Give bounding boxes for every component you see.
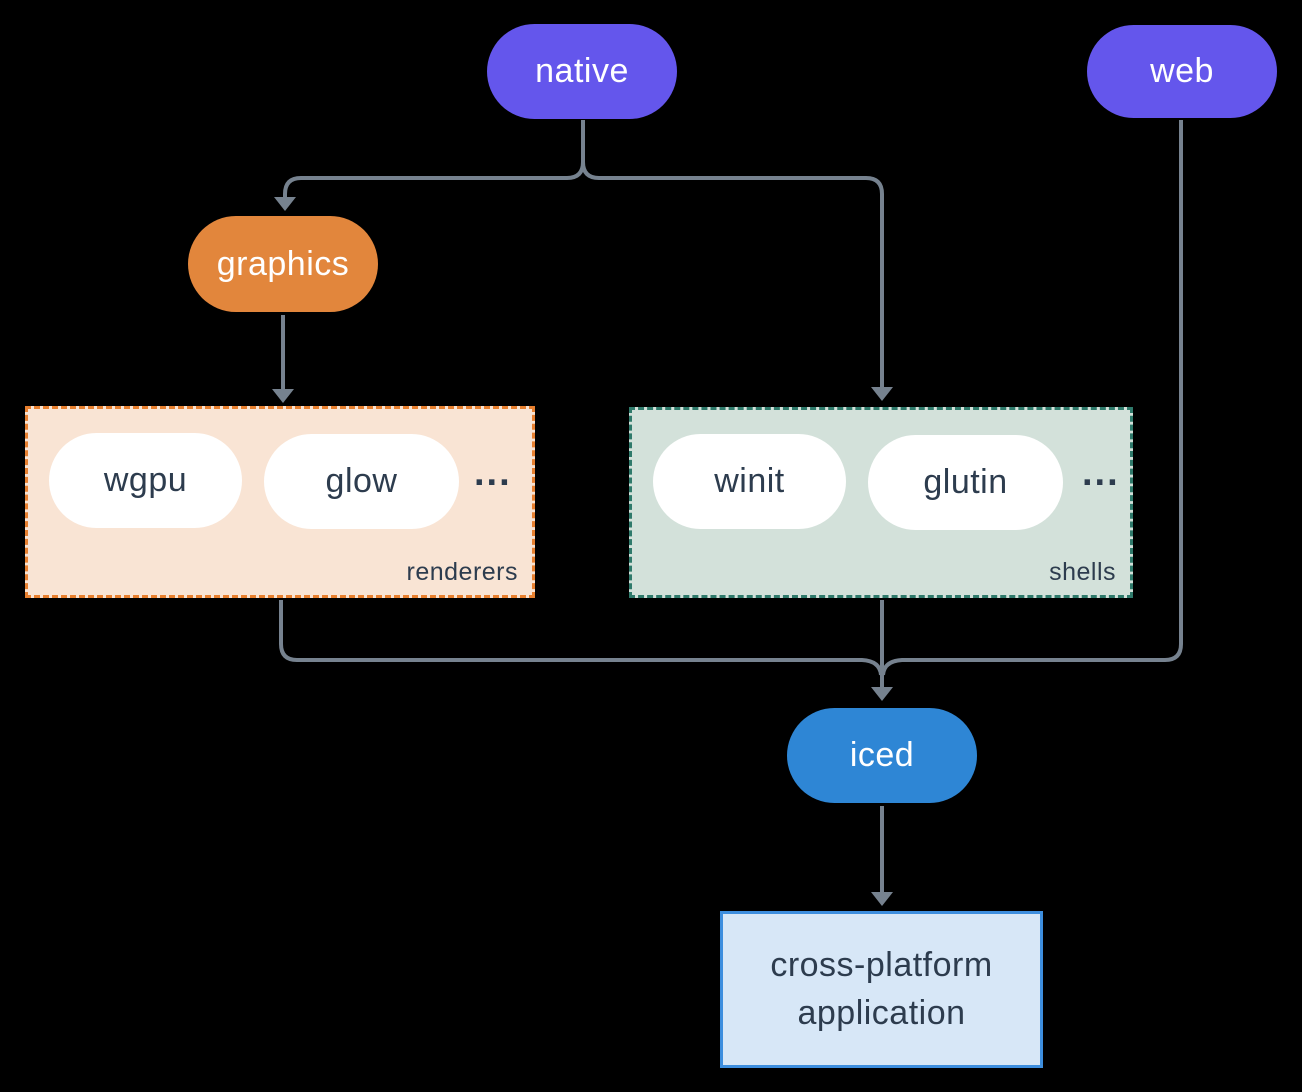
node-glow-label: glow: [325, 462, 398, 500]
node-iced-label: iced: [849, 736, 915, 774]
node-glutin: glutin: [868, 435, 1063, 530]
node-cross-platform-application: cross-platform application: [720, 911, 1043, 1068]
application-label-line2: application: [797, 993, 966, 1032]
arrowhead-iced: [871, 687, 893, 701]
node-wgpu-label: wgpu: [103, 461, 188, 499]
arrowhead-application: [871, 892, 893, 906]
edge-native-shells: [581, 120, 884, 387]
shells-ellipsis: ...: [1082, 452, 1120, 494]
node-native-label: native: [535, 52, 629, 90]
application-label-line1: cross-platform: [770, 945, 993, 984]
arrowhead-shells: [871, 387, 893, 401]
node-winit: winit: [653, 434, 846, 529]
node-graphics: graphics: [188, 216, 378, 312]
node-glutin-label: glutin: [923, 463, 1008, 501]
node-wgpu: wgpu: [49, 433, 242, 528]
edge-native-graphics: [283, 120, 585, 197]
node-iced: iced: [787, 708, 977, 803]
node-graphics-label: graphics: [216, 244, 350, 283]
group-renderers: wgpu glow renderers: [25, 406, 535, 598]
group-shells-label: shells: [1049, 558, 1116, 586]
arrowhead-renderers: [272, 389, 294, 403]
arrowhead-graphics: [274, 197, 296, 211]
node-web-label: web: [1150, 52, 1214, 90]
renderers-ellipsis: ...: [474, 452, 512, 494]
node-glow: glow: [264, 434, 459, 529]
group-renderers-label: renderers: [406, 558, 518, 586]
edge-renderers-iced: [279, 600, 883, 676]
node-native: native: [487, 24, 677, 119]
node-winit-label: winit: [714, 462, 785, 500]
node-web: web: [1087, 25, 1277, 118]
group-shells: winit glutin shells: [629, 407, 1133, 598]
